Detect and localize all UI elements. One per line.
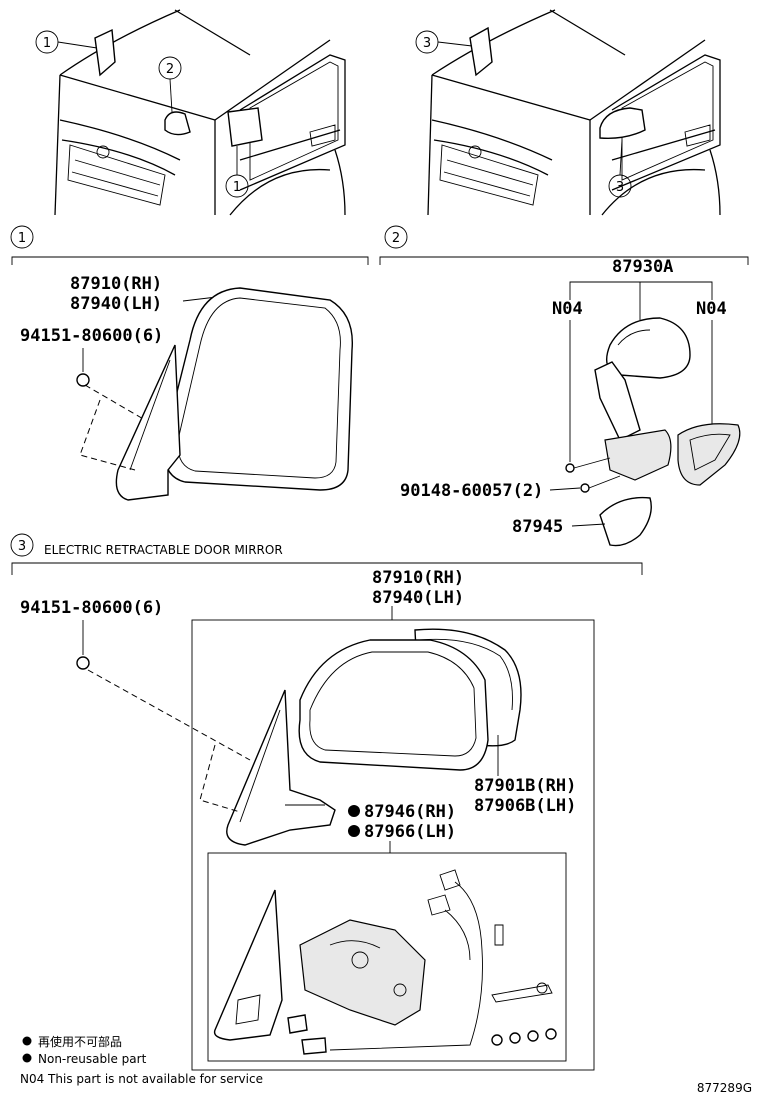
section-2: 2 87930A N04 N04 90148-60057(2) 87945 [379, 225, 749, 547]
section-1-marker: 1 [18, 231, 26, 246]
mirror-housing-3 [298, 639, 489, 771]
section-2-cover: 87945 [512, 517, 563, 537]
fender-cover [599, 496, 652, 547]
retract-motor [299, 919, 426, 1026]
section-3: 3 ELECTRIC RETRACTABLE DOOR MIRROR 87910… [10, 533, 643, 1071]
mirror-housing-1 [163, 287, 354, 491]
section-3-motor-lh: 87966(LH) [364, 822, 456, 842]
section-3-title: ELECTRIC RETRACTABLE DOOR MIRROR [44, 543, 283, 557]
section-3-motor-rh: 87946(RH) [364, 802, 456, 822]
section-1-part-rh: 87910(RH) [70, 274, 162, 294]
section-2-n04-left: N04 [552, 299, 583, 319]
legend-nonreusable: Non-reusable part [38, 1052, 147, 1066]
figure-code: 877289G [697, 1081, 752, 1095]
legend: 再使用不可部品 Non-reusable part N04 This part … [20, 1034, 752, 1095]
callout-3-top: 3 [423, 36, 431, 51]
section-3-mirror-rh: 87901B(RH) [474, 776, 576, 796]
section-3-part-rh: 87910(RH) [372, 568, 464, 588]
shade-mirror-right [469, 26, 493, 77]
fender-mirror-head [606, 317, 691, 379]
section-1: 1 87910(RH) 87940(LH) 94151-80600(6) [10, 225, 369, 501]
callout-1-door: 1 [233, 180, 241, 195]
fender-base-gasket [677, 423, 741, 486]
legend-japanese: 再使用不可部品 [38, 1034, 122, 1049]
section-3-part-lh: 87940(LH) [372, 588, 464, 608]
fender-mirror-arm [594, 361, 641, 441]
shade-mirror-left [94, 28, 116, 77]
section-2-screw: 90148-60057(2) [400, 481, 543, 501]
fender-mirror-base [604, 429, 672, 481]
section-3-marker: 3 [18, 539, 26, 554]
harness-connector [301, 1037, 327, 1055]
section-2-marker: 2 [392, 231, 400, 246]
vehicle-view-right: 3 3 [415, 9, 721, 216]
section-3-mirror-lh: 87906B(LH) [474, 796, 576, 816]
vehicle-view-left: 1 2 1 [35, 9, 346, 216]
nonreusable-dot-rh [348, 805, 360, 817]
legend-n04-note: N04 This part is not available for servi… [20, 1072, 263, 1086]
section-3-screw: 94151-80600(6) [20, 598, 163, 618]
door-mirror-left [227, 107, 263, 147]
bushing [287, 1014, 308, 1034]
mirror-bracket-3 [226, 689, 336, 846]
callout-3-door: 3 [616, 180, 624, 195]
callout-2-top: 2 [166, 62, 174, 77]
door-mirror-right [599, 107, 646, 140]
section-2-n04-right: N04 [696, 299, 727, 319]
inner-bracket [213, 889, 283, 1041]
screw-icon [76, 373, 90, 387]
screw-icon-3 [76, 656, 90, 670]
mirror-bracket-1 [115, 344, 181, 501]
nonreusable-dot-lh [348, 825, 360, 837]
section-3-box [191, 619, 595, 1071]
section-1-part-lh: 87940(LH) [70, 294, 162, 314]
motor-subassembly-box [207, 852, 567, 1062]
callout-1-top: 1 [43, 36, 51, 51]
section-1-screw: 94151-80600(6) [20, 326, 163, 346]
clip-strip [491, 984, 553, 1003]
fender-mirror [164, 111, 191, 136]
section-2-assembly: 87930A [612, 257, 673, 277]
